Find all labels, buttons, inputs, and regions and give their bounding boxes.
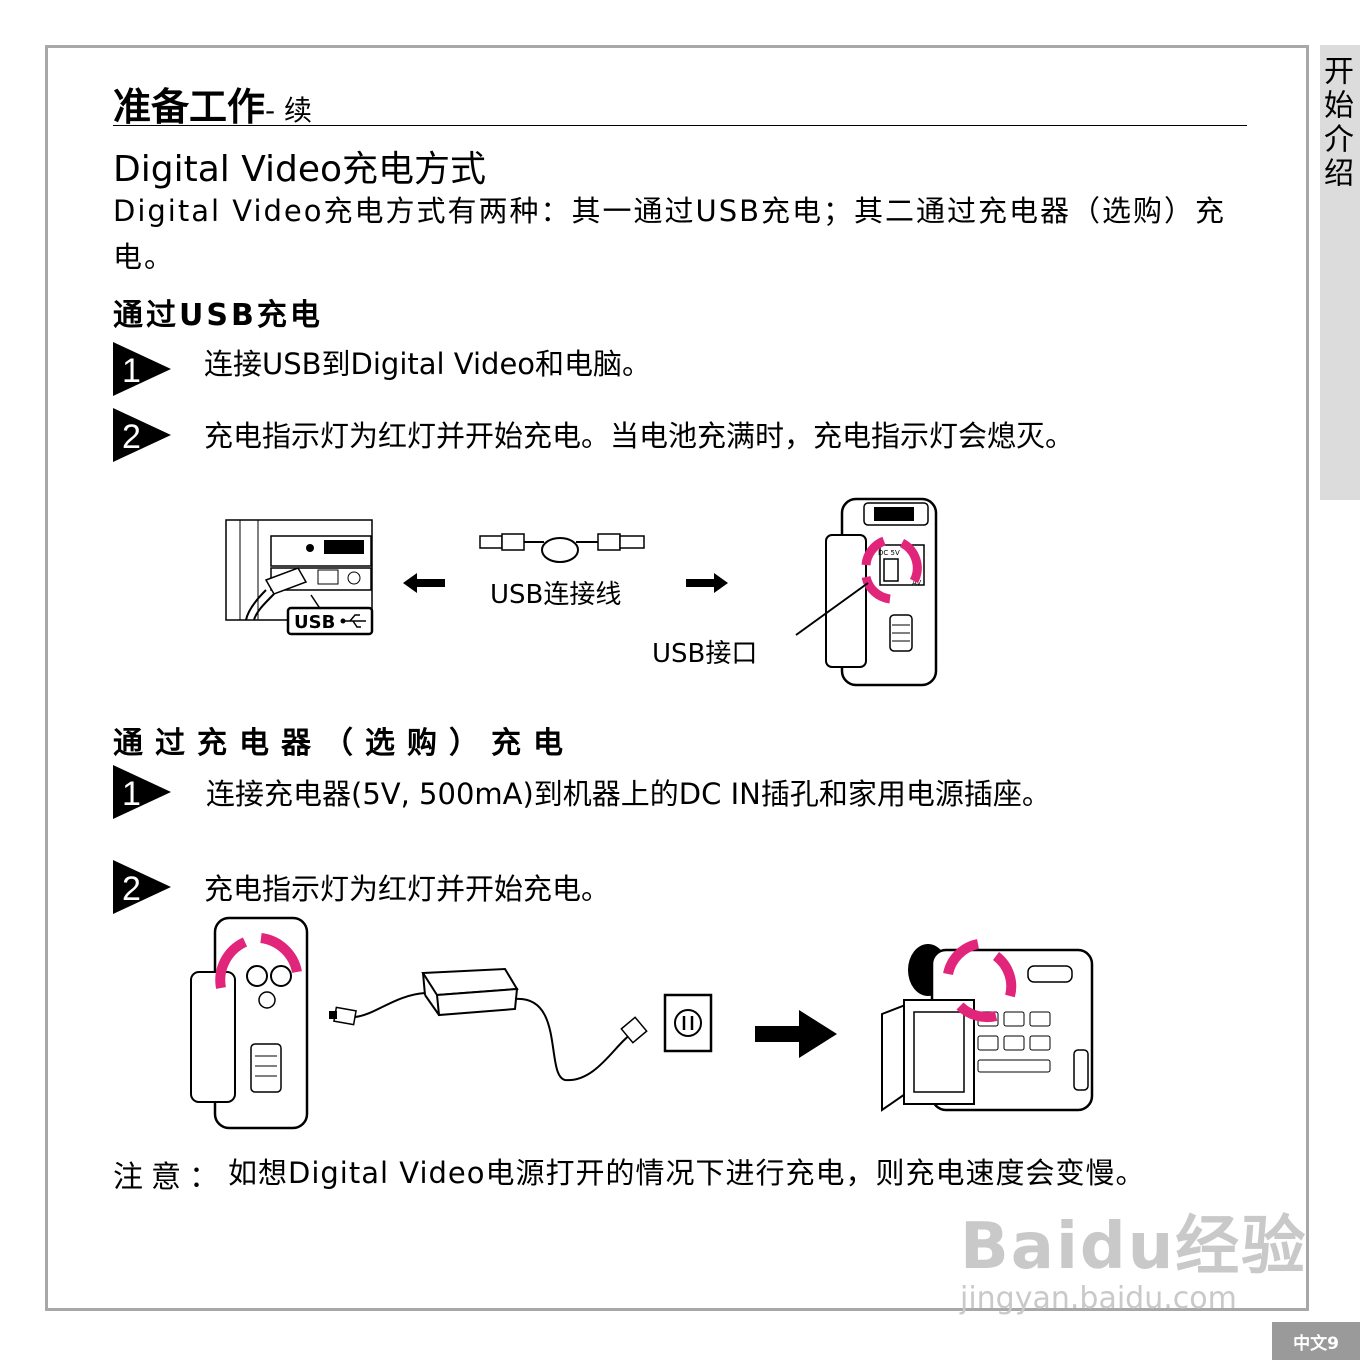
usb-cable-illustration <box>479 533 645 563</box>
watermark: Baidu经验 jingyan.baidu.com <box>960 1195 1307 1316</box>
page-title-sub: - 续 <box>265 94 313 127</box>
arrow-right-icon <box>686 573 728 593</box>
usb-charging-heading: 通过USB充电 <box>113 298 323 333</box>
arrow-left-icon <box>403 573 445 593</box>
step-marker-number: 2 <box>122 418 141 456</box>
usb-symbol-icon <box>340 614 366 628</box>
page-number-badge: 中文9 <box>1272 1322 1360 1360</box>
computer-usb-port-illustration: USB <box>225 519 374 636</box>
watermark-logo: Baidu经验 <box>960 1210 1308 1284</box>
step-marker-number: 1 <box>122 775 141 813</box>
step-marker-number: 2 <box>122 870 141 908</box>
title-divider <box>113 125 1247 126</box>
step-marker-2: 2 <box>113 408 171 462</box>
page-title: 准备工作- 续 <box>113 76 312 131</box>
note-label: 注意： <box>113 1160 227 1195</box>
charger-charging-heading: 通过充电器（选购）充电 <box>113 726 575 761</box>
camera-usb-port-illustration: DC 5V AV <box>795 497 938 687</box>
note-text: 如想Digital Video电源打开的情况下进行充电，则充电速度会变慢。 <box>228 1156 1146 1190</box>
usb-cable-label: USB连接线 <box>490 580 622 610</box>
step-marker-number: 1 <box>122 352 141 390</box>
step-marker-1: 1 <box>113 342 171 396</box>
step-marker-2: 2 <box>113 860 171 914</box>
usb-step-2-text: 充电指示灯为红灯并开始充电。当电池充满时，充电指示灯会熄灭。 <box>204 419 1075 453</box>
charger-adapter-illustration <box>329 967 713 1082</box>
watermark-url: jingyan.baidu.com <box>960 1281 1237 1316</box>
charger-step-2-text: 充电指示灯为红灯并开始充电。 <box>204 872 611 906</box>
camera-dc-port-illustration <box>190 916 309 1130</box>
side-tab[interactable] <box>1320 45 1360 500</box>
side-tab-label: 开始介绍 <box>1318 55 1353 191</box>
usb-badge-label: USB <box>294 612 335 633</box>
camera-dc-label: DC 5V <box>878 549 900 557</box>
page-frame <box>45 45 1309 1311</box>
step-marker-1: 1 <box>113 765 171 819</box>
camcorder-open-illustration <box>881 939 1094 1112</box>
charger-step-1-text: 连接充电器(5V, 500mA)到机器上的DC IN插孔和家用电源插座。 <box>206 777 1051 811</box>
usb-step-1-text: 连接USB到Digital Video和电脑。 <box>204 347 652 381</box>
arrow-right-large-icon <box>755 1010 837 1058</box>
usb-port-label: USB接口 <box>652 639 758 669</box>
section-title: Digital Video充电方式 <box>113 149 487 190</box>
page-title-main: 准备工作 <box>113 85 266 129</box>
section-intro: Digital Video充电方式有两种：其一通过USB充电；其二通过充电器（选… <box>113 194 1227 274</box>
camera-av-label: AV <box>912 579 921 587</box>
